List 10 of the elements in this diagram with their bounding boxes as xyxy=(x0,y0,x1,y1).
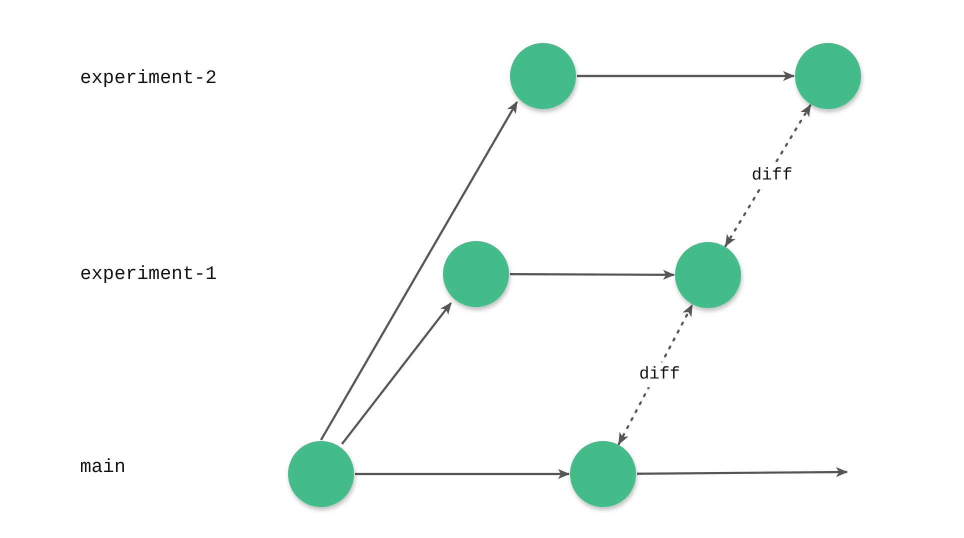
arrow xyxy=(618,304,694,446)
arrow xyxy=(637,467,848,478)
arrow xyxy=(355,469,570,479)
arrow xyxy=(320,101,518,441)
branch-label: main xyxy=(80,455,126,480)
arrow xyxy=(510,270,675,280)
arrow xyxy=(577,71,795,81)
branch-label: experiment-1 xyxy=(80,262,217,287)
arrow xyxy=(341,302,452,445)
branch-label: experiment-2 xyxy=(80,66,217,91)
